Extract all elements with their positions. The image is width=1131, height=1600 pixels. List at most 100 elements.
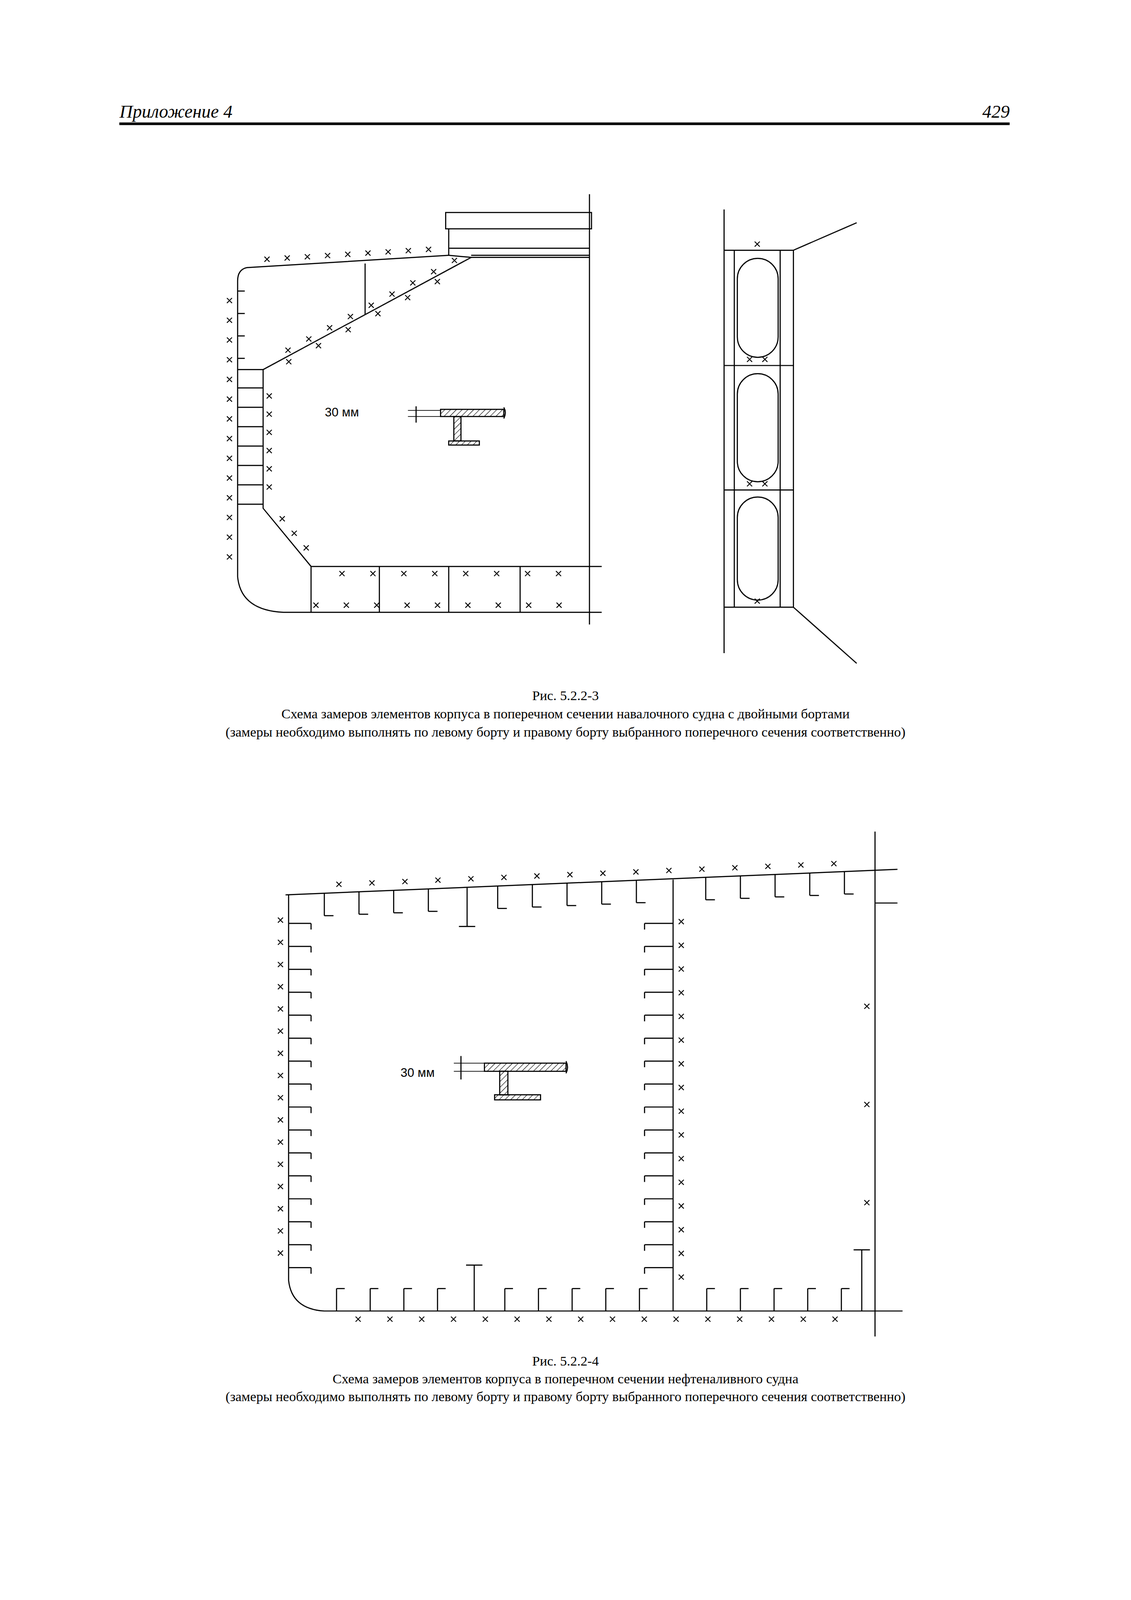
drawing-line xyxy=(678,1013,684,1019)
drawing-line xyxy=(277,1094,283,1100)
drawing-line xyxy=(345,326,351,333)
drawing-line xyxy=(266,484,272,490)
drawing-line xyxy=(800,1316,806,1322)
drawing-line xyxy=(809,894,820,896)
drawing-line xyxy=(532,906,542,908)
drawing-line xyxy=(277,1250,283,1256)
drawing-line xyxy=(355,1316,361,1322)
drawing-line xyxy=(774,874,776,897)
drawing-line xyxy=(740,1287,749,1289)
drawing-line xyxy=(600,870,606,876)
drawing-line xyxy=(435,877,441,883)
drawing-line xyxy=(227,435,233,441)
drawing-line xyxy=(644,968,674,970)
drawing-line xyxy=(762,356,768,362)
drawing-line xyxy=(437,1287,446,1289)
drawing-line xyxy=(405,248,411,254)
drawing-line xyxy=(403,1288,405,1311)
drawing-line xyxy=(419,1316,425,1322)
drawing-line xyxy=(310,1267,312,1274)
drawing-line xyxy=(534,873,540,879)
drawing-line xyxy=(736,1316,742,1322)
drawing-line xyxy=(277,1228,283,1234)
drawing-line xyxy=(831,861,837,867)
drawing-line xyxy=(736,1316,742,1322)
drawing-line xyxy=(678,918,684,924)
drawing-line xyxy=(277,1205,283,1211)
drawing-line xyxy=(546,1316,552,1322)
drawing-line xyxy=(678,942,684,948)
drawing-line xyxy=(678,1061,684,1067)
drawing-line xyxy=(227,317,233,323)
drawing-line xyxy=(227,416,233,422)
drawing-line xyxy=(375,311,381,317)
drawing-line xyxy=(277,1183,283,1189)
drawing-line xyxy=(310,1084,312,1090)
drawing-line xyxy=(227,495,233,501)
drawing-line xyxy=(555,570,561,576)
drawing-line xyxy=(385,249,391,255)
drawing-line xyxy=(468,876,474,882)
drawing-line xyxy=(402,878,408,884)
drawing-line xyxy=(277,1094,283,1100)
drawing-line xyxy=(325,253,331,259)
drawing-line xyxy=(266,411,272,417)
drawing-line xyxy=(288,922,312,924)
drawing-line xyxy=(432,570,438,576)
drawing-line xyxy=(227,475,233,481)
drawing-line xyxy=(497,886,499,909)
drawing-line xyxy=(705,899,715,901)
drawing-line xyxy=(277,1072,283,1078)
drawing-line xyxy=(678,990,684,996)
drawing-line xyxy=(482,1316,488,1322)
drawing-line xyxy=(844,893,854,895)
drawing-line xyxy=(227,435,233,441)
drawing-line xyxy=(807,1287,816,1289)
drawing-line xyxy=(798,862,804,868)
drawing-line xyxy=(227,455,233,461)
drawing-line xyxy=(347,313,353,319)
drawing-line xyxy=(538,1287,547,1289)
drawing-line xyxy=(227,396,233,402)
figure-note: (замеры необходимо выполнять по левому б… xyxy=(86,724,1045,741)
drawing-line xyxy=(266,484,272,490)
drawing-line xyxy=(368,302,374,308)
drawing-line xyxy=(277,917,283,923)
drawing-line xyxy=(393,890,395,913)
drawing-line xyxy=(643,1037,645,1044)
drawing-line xyxy=(705,1316,711,1322)
drawing-line xyxy=(678,990,684,996)
drawing-line xyxy=(227,455,233,461)
drawing-line xyxy=(387,1316,393,1322)
drawing-line xyxy=(482,1316,488,1322)
drawing-line xyxy=(465,602,471,608)
drawing-line xyxy=(644,1014,674,1016)
drawing-line xyxy=(266,429,272,435)
drawing-line xyxy=(567,871,573,877)
drawing-line xyxy=(237,503,264,505)
drawing-line xyxy=(641,1316,647,1322)
drawing-line xyxy=(739,875,741,898)
drawing-line xyxy=(643,1106,645,1113)
drawing-line xyxy=(288,1175,312,1177)
drawing-line xyxy=(501,874,507,880)
drawing-line xyxy=(370,1287,379,1289)
drawing-line xyxy=(227,337,233,343)
drawing-line xyxy=(227,495,233,501)
drawing-line xyxy=(227,554,233,560)
drawing-line xyxy=(303,544,309,550)
drawing-line xyxy=(277,984,283,990)
drawing-line xyxy=(343,602,349,608)
drawing-line xyxy=(678,1108,684,1114)
drawing-line xyxy=(678,1203,684,1209)
drawing-line xyxy=(644,1266,674,1268)
drawing-line xyxy=(227,357,233,363)
drawing-line xyxy=(277,1161,283,1167)
drawing-line xyxy=(754,241,760,247)
drawing-line xyxy=(644,1244,674,1246)
drawing-line xyxy=(643,1060,645,1067)
drawing-line xyxy=(678,1132,684,1138)
drawing-line xyxy=(678,966,684,972)
drawing-line xyxy=(313,602,319,608)
drawing-line xyxy=(310,1244,312,1251)
